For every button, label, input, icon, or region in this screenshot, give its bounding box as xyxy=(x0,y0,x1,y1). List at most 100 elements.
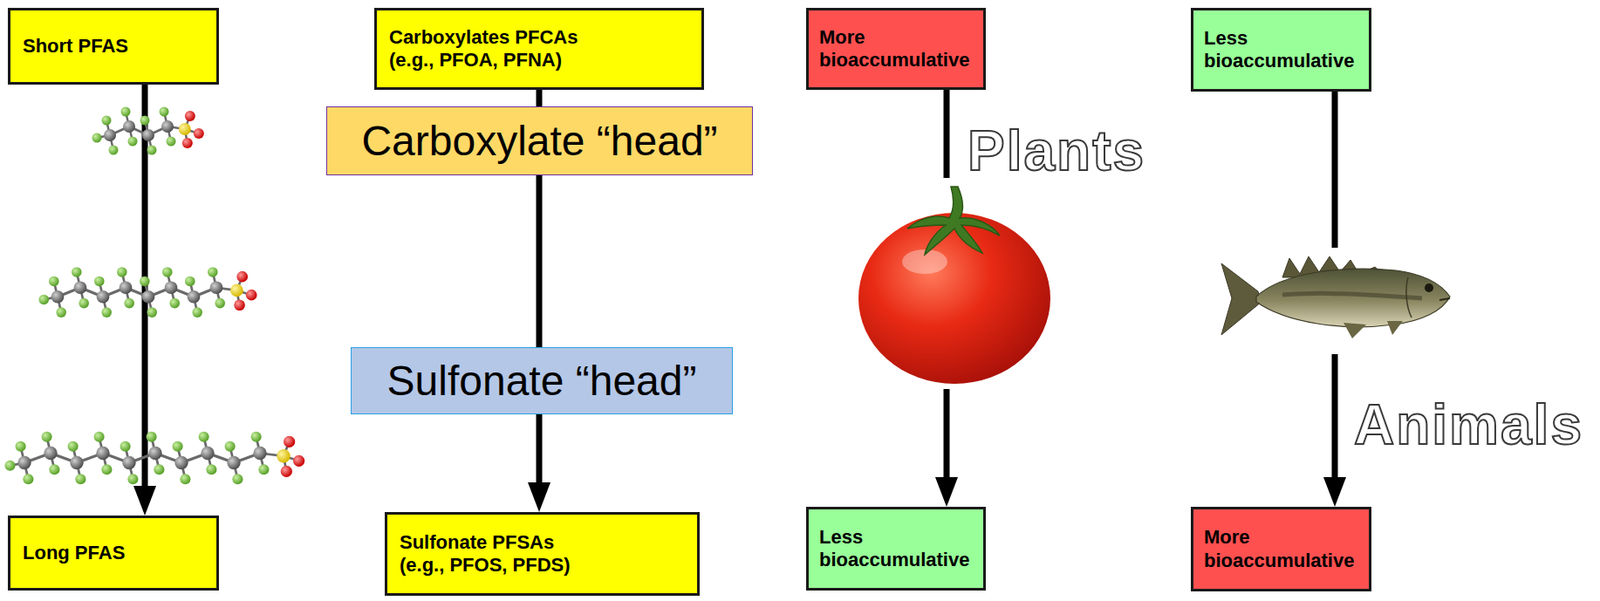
atom xyxy=(225,441,236,452)
atom xyxy=(276,449,290,463)
molecule-model xyxy=(4,431,305,486)
box-text: Short PFAS xyxy=(22,34,129,58)
atom xyxy=(178,123,192,136)
carbon-atom xyxy=(252,446,267,460)
carbon-atom xyxy=(148,446,162,460)
fish-picture xyxy=(1221,247,1450,355)
carbon-atom xyxy=(210,280,224,295)
box-text: Sulfonate PFSAs (e.g., PFOS, PFDS) xyxy=(399,531,588,578)
tomato-calyx xyxy=(907,186,1000,255)
atom xyxy=(153,464,165,475)
atom xyxy=(41,431,53,443)
carbon-atom xyxy=(142,290,156,304)
atom xyxy=(94,276,105,288)
category-box: Sulfonate PFSAs (e.g., PFOS, PFDS) xyxy=(384,512,700,596)
atom xyxy=(169,298,180,309)
box-text: Carboxylate “head” xyxy=(361,116,718,167)
carbon-atom xyxy=(164,280,178,295)
atom xyxy=(293,455,305,467)
atom xyxy=(38,294,49,306)
atom xyxy=(94,431,105,443)
atom xyxy=(280,465,293,478)
carbon-atom xyxy=(96,290,110,304)
atom xyxy=(78,298,89,309)
molecule-models xyxy=(4,107,305,486)
connector-line xyxy=(536,89,543,107)
atom xyxy=(283,436,295,448)
atom xyxy=(127,473,138,485)
atom xyxy=(162,266,173,278)
carbon-atom xyxy=(51,290,65,304)
atom xyxy=(172,441,184,452)
atom xyxy=(193,128,205,139)
atom xyxy=(184,276,196,288)
connector-line xyxy=(536,414,543,485)
carbon-atom xyxy=(119,280,133,295)
atom xyxy=(140,116,151,126)
atom xyxy=(232,473,243,485)
atom xyxy=(251,431,262,443)
atom xyxy=(205,464,217,475)
outlined-label: Animals xyxy=(1353,394,1584,456)
box-text: Long PFAS xyxy=(22,541,125,565)
atom xyxy=(159,107,170,117)
atom xyxy=(55,307,67,318)
atom xyxy=(120,441,131,452)
connector-arrow xyxy=(539,175,541,348)
carbon-atom xyxy=(122,456,136,470)
atom xyxy=(128,136,138,147)
carbon-atom xyxy=(161,120,174,133)
atom xyxy=(116,266,128,278)
category-box: Carboxylates PFCAs (e.g., PFOA, PFNA) xyxy=(374,7,705,90)
carbon-atom xyxy=(142,129,155,142)
fish-fin xyxy=(1343,321,1403,339)
outlined-label: Plants xyxy=(967,120,1146,182)
carbon-atom xyxy=(69,456,83,470)
atom xyxy=(139,276,151,288)
atom xyxy=(102,116,112,126)
atom xyxy=(123,298,135,309)
atom xyxy=(179,473,191,485)
status-box: Less bioaccumulative xyxy=(1190,7,1372,92)
arrow-head xyxy=(133,485,157,516)
atom xyxy=(246,289,258,301)
status-box: Less bioaccumulative xyxy=(806,506,986,591)
category-box: Short PFAS xyxy=(7,7,219,85)
carbon-atom xyxy=(43,446,57,460)
carbon-atom xyxy=(74,280,88,295)
connector-line xyxy=(536,175,543,348)
carbon-atom xyxy=(123,120,136,133)
atom xyxy=(15,441,27,452)
atom xyxy=(236,271,248,283)
fish-stripe xyxy=(1282,293,1423,299)
atom xyxy=(109,145,119,156)
atom xyxy=(75,473,86,485)
fish-gill xyxy=(1406,277,1412,318)
atom xyxy=(207,266,219,278)
atom xyxy=(146,307,158,318)
connector-arrow xyxy=(539,89,541,107)
box-text: More bioaccumulative xyxy=(1203,526,1359,573)
box-text: More bioaccumulative xyxy=(819,26,973,73)
fish-mouth xyxy=(1439,298,1450,301)
carbon-atom xyxy=(187,290,201,304)
box-text: Carboxylates PFCAs (e.g., PFOA, PFNA) xyxy=(389,26,603,73)
atom xyxy=(22,473,34,485)
box-text: Less bioaccumulative xyxy=(1203,27,1359,74)
atom xyxy=(4,460,15,472)
atom xyxy=(198,431,210,443)
connector-arrow xyxy=(527,414,551,513)
status-box: More bioaccumulative xyxy=(806,7,986,90)
atom xyxy=(147,145,158,156)
atom xyxy=(71,266,83,278)
atom xyxy=(48,464,60,475)
head-box: Carboxylate “head” xyxy=(326,106,753,176)
atom xyxy=(182,137,193,149)
fish-body xyxy=(1256,268,1450,328)
box-text: Less bioaccumulative xyxy=(819,526,973,573)
atom xyxy=(92,133,103,144)
atom xyxy=(258,464,269,475)
atom xyxy=(101,307,112,318)
status-box: More bioaccumulative xyxy=(1190,506,1372,592)
